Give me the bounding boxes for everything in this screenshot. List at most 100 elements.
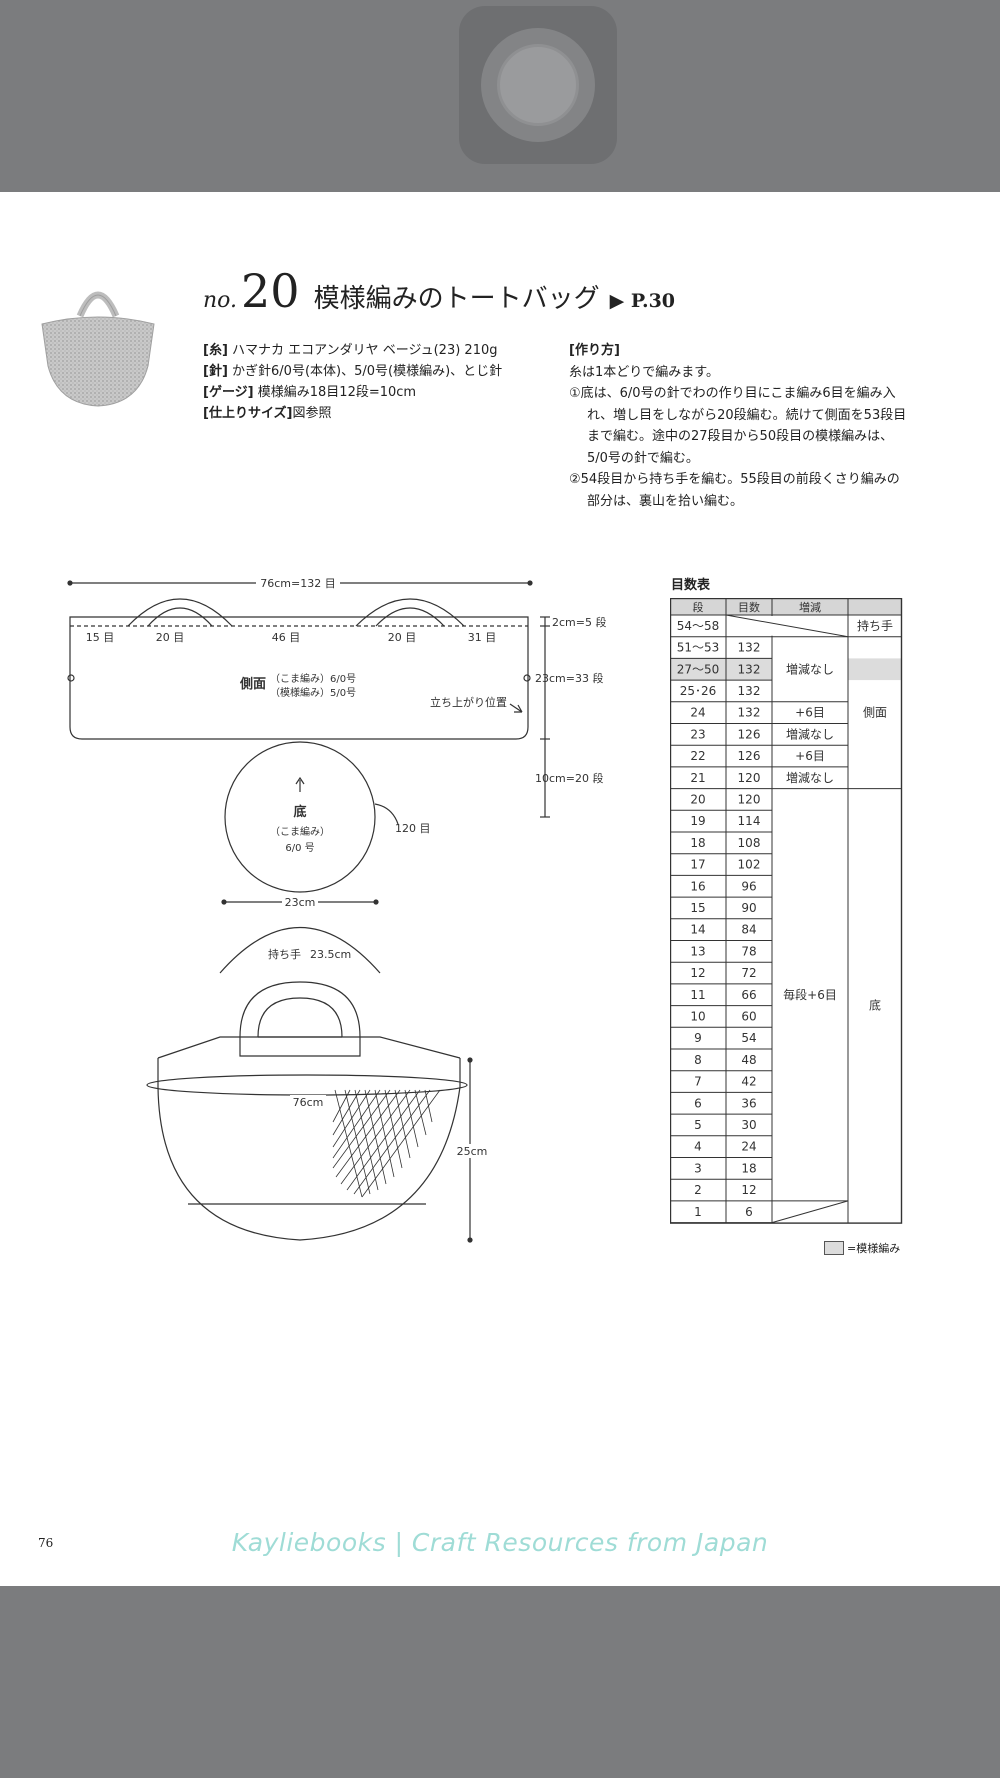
table-row-18-count: 60	[741, 1009, 756, 1023]
table-row-22-count: 36	[741, 1096, 756, 1110]
table-row-24-row: 4	[694, 1140, 702, 1154]
table-row-14-count: 84	[741, 923, 756, 937]
seg-31: 31 目	[468, 631, 497, 644]
table-row-8-row: 20	[690, 792, 705, 806]
pattern-title-text: 模様編みのトートバッグ	[313, 284, 600, 314]
table-row-4-row: 24	[690, 706, 705, 720]
table-row-15-row: 13	[690, 944, 705, 958]
spec-size: [仕上りサイズ]図参照	[203, 406, 332, 421]
stitch-table-title: 目数表	[671, 578, 711, 593]
dim-top-width: 76cm=132 目	[260, 577, 335, 590]
part-bottom: 底	[869, 998, 881, 1013]
seg-15: 15 目	[86, 631, 115, 644]
handle-label: 持ち手	[268, 947, 301, 961]
table-row-17-count: 66	[741, 988, 756, 1002]
table-row-3-row: 25･26	[680, 684, 717, 698]
table-header-bg	[670, 598, 902, 615]
table-row-25-row: 3	[694, 1161, 702, 1175]
seg-20b: 20 目	[388, 631, 417, 644]
table-row-12-count: 96	[741, 879, 756, 893]
page-reference[interactable]: ▶ P.30	[609, 290, 676, 312]
table-row-24-count: 24	[741, 1140, 756, 1154]
table-row-10-count: 108	[738, 836, 761, 850]
pattern-page: no. 20 模様編みのトートバッグ ▶ P.30 [糸] ハマナカ エコアンダ…	[0, 192, 1000, 1586]
table-row-5-row: 23	[690, 727, 705, 741]
table-row-2-row: 27〜50	[677, 662, 720, 676]
side-label: 側面	[239, 676, 266, 692]
bottom-width: 23cm	[285, 896, 316, 909]
instructions: [作り方] 糸は1本どりで編みます。 ①底は、6/0号の針でわの作り目にこま編み…	[569, 340, 909, 512]
inc-none-1: 増減なし	[786, 661, 834, 676]
table-row-27-count: 6	[745, 1205, 753, 1219]
start-position-label: 立ち上がり位置	[430, 695, 507, 709]
pattern-title: no. 20 模様編みのトートバッグ ▶ P.30	[203, 264, 675, 324]
table-row-19-row: 9	[694, 1031, 702, 1045]
table-row-27-row: 1	[694, 1205, 702, 1219]
viewer-bottom-bar	[0, 1586, 1000, 1778]
table-row-1-count: 132	[738, 641, 761, 655]
viewer-top-bar	[0, 0, 1000, 192]
pattern-row-shade	[670, 658, 772, 681]
table-row-26-count: 12	[741, 1183, 756, 1197]
bag-photo	[41, 291, 155, 407]
table-row-9-count: 114	[738, 814, 761, 828]
dim-2cm: 2cm=5 段	[552, 615, 606, 629]
instructions-step-1: ①底は、6/0号の針でわの作り目にこま編み6目を編み入れ、増し目をしながら20段…	[569, 386, 907, 466]
table-row-23-row: 5	[694, 1118, 702, 1132]
dim-10cm: 10cm=20 段	[535, 771, 603, 785]
table-border	[669, 597, 903, 1224]
inc-none-3: 増減なし	[786, 770, 834, 785]
table-row-21-count: 42	[741, 1075, 756, 1089]
table-row-15-count: 78	[741, 944, 756, 958]
home-button[interactable]	[459, 6, 617, 164]
table-row-20-row: 8	[694, 1053, 702, 1067]
page-number: 76	[38, 1536, 54, 1550]
table-row-13-row: 15	[690, 901, 705, 915]
table-row-18-row: 10	[690, 1009, 705, 1023]
pattern-diagram: 76cm=132 目 15 目 20 目 46 目 20 目 31 目 2cm=…	[67, 575, 606, 1243]
table-row-26-row: 2	[694, 1183, 702, 1197]
legend: =模様編み	[824, 1240, 900, 1256]
diag-line-top	[725, 614, 849, 638]
bottom-stitch: （こま編み）	[270, 825, 330, 838]
legend-swatch	[824, 1241, 844, 1255]
legend-text: =模様編み	[847, 1242, 901, 1255]
inc-none-2: 増減なし	[786, 726, 834, 741]
table-row-6-count: 126	[738, 749, 761, 763]
dim-23cm: 23cm=33 段	[535, 671, 603, 685]
watermark: Kayliebooks | Craft Resources from Japan	[231, 1528, 769, 1557]
table-row-23-count: 30	[741, 1118, 756, 1132]
table-header-0: 段	[693, 600, 704, 614]
instructions-step-2: ②54段目から持ち手を編む。55段目の前段くさり編みの部分は、裏山を拾い編む。	[569, 472, 900, 509]
pattern-part-shade	[848, 658, 902, 681]
spec-yarn: [糸] ハマナカ エコアンダリヤ ベージュ(23) 210g	[203, 343, 498, 358]
side-stitch-1: （こま編み）6/0号	[270, 672, 356, 685]
table-row-12-row: 16	[690, 879, 705, 893]
home-button-core-icon	[497, 44, 579, 126]
table-row-0-row: 54〜58	[677, 619, 720, 633]
bottom-count: 120 目	[395, 822, 431, 835]
bag-width: 76cm	[293, 1096, 324, 1109]
part-handle: 持ち手	[857, 618, 893, 633]
table-row-16-row: 12	[690, 966, 705, 980]
table-row-10-row: 18	[690, 836, 705, 850]
table-header-1: 目数	[738, 601, 760, 614]
side-stitch-2: （模様編み）5/0号	[270, 686, 356, 699]
instructions-heading: [作り方]	[569, 343, 620, 358]
instructions-intro: 糸は1本どりで編みます。	[569, 364, 719, 380]
table-header-2: 増減	[799, 600, 821, 614]
table-row-13-count: 90	[741, 901, 756, 915]
handle-length: 23.5cm	[310, 948, 351, 961]
table-row-22-row: 6	[694, 1096, 702, 1110]
table-row-25-count: 18	[741, 1161, 756, 1175]
seg-20a: 20 目	[156, 631, 185, 644]
table-row-20-count: 48	[741, 1053, 756, 1067]
spec-needle: [針] かぎ針6/0号(本体)、5/0号(模様編み)、とじ針	[203, 364, 503, 379]
inc-plus6-2: +6目	[795, 749, 825, 763]
diag-line-bottom	[771, 1200, 849, 1224]
table-row-19-count: 54	[741, 1031, 756, 1045]
table-row-5-count: 126	[738, 727, 761, 741]
bottom-label: 底	[293, 804, 306, 820]
